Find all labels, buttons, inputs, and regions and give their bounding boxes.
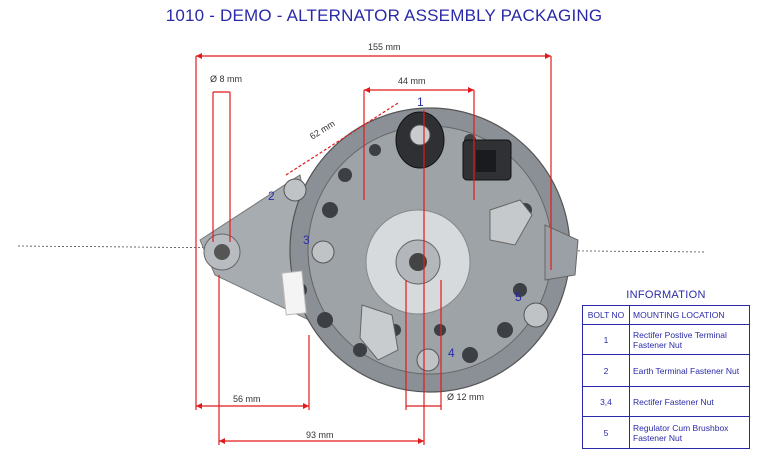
info-table: BOLT NO MOUNTING LOCATION 1 Rectifer Pos… bbox=[582, 305, 750, 449]
callout-4: 4 bbox=[448, 346, 455, 360]
alternator-body bbox=[199, 107, 579, 393]
bolt-cell: 1 bbox=[582, 324, 630, 355]
dim-lower-left: 56 mm bbox=[233, 394, 261, 404]
dim-shaft-diameter: Ø 12 mm bbox=[447, 392, 485, 402]
location-cell: Regulator Cum Brushbox Fastener Nut bbox=[629, 416, 750, 449]
location-cell: Rectifer Fastener Nut bbox=[629, 386, 750, 417]
bolt-cell: 2 bbox=[582, 354, 630, 387]
dimension-lines bbox=[195, 55, 552, 445]
bolt-cell: 3,4 bbox=[582, 386, 630, 417]
callout-5: 5 bbox=[515, 290, 522, 304]
info-title: INFORMATION bbox=[626, 289, 706, 301]
callout-1: 1 bbox=[417, 95, 424, 109]
info-header-row: BOLT NO MOUNTING LOCATION bbox=[582, 305, 750, 325]
header-mounting-location: MOUNTING LOCATION bbox=[629, 305, 750, 325]
header-bolt-no: BOLT NO bbox=[582, 305, 630, 325]
bolt-cell: 5 bbox=[582, 416, 630, 449]
location-cell: Earth Terminal Fastener Nut bbox=[629, 354, 750, 387]
dim-hole-diameter: Ø 8 mm bbox=[210, 74, 243, 84]
dim-center-spacing: 44 mm bbox=[398, 76, 426, 86]
table-row: 5 Regulator Cum Brushbox Fastener Nut bbox=[582, 416, 750, 449]
page-title: 1010 - DEMO - ALTERNATOR ASSEMBLY PACKAG… bbox=[165, 6, 603, 25]
dim-lower-wide: 93 mm bbox=[306, 430, 334, 440]
callout-3: 3 bbox=[303, 233, 310, 247]
location-cell: Rectifer Postive Terminal Fastener Nut bbox=[629, 324, 750, 355]
table-row: 2 Earth Terminal Fastener Nut bbox=[582, 354, 750, 387]
callout-2: 2 bbox=[268, 189, 275, 203]
table-row: 1 Rectifer Postive Terminal Fastener Nut bbox=[582, 324, 750, 355]
dim-overall-width: 155 mm bbox=[368, 42, 401, 52]
center-line bbox=[17, 245, 706, 253]
table-row: 3,4 Rectifer Fastener Nut bbox=[582, 386, 750, 417]
